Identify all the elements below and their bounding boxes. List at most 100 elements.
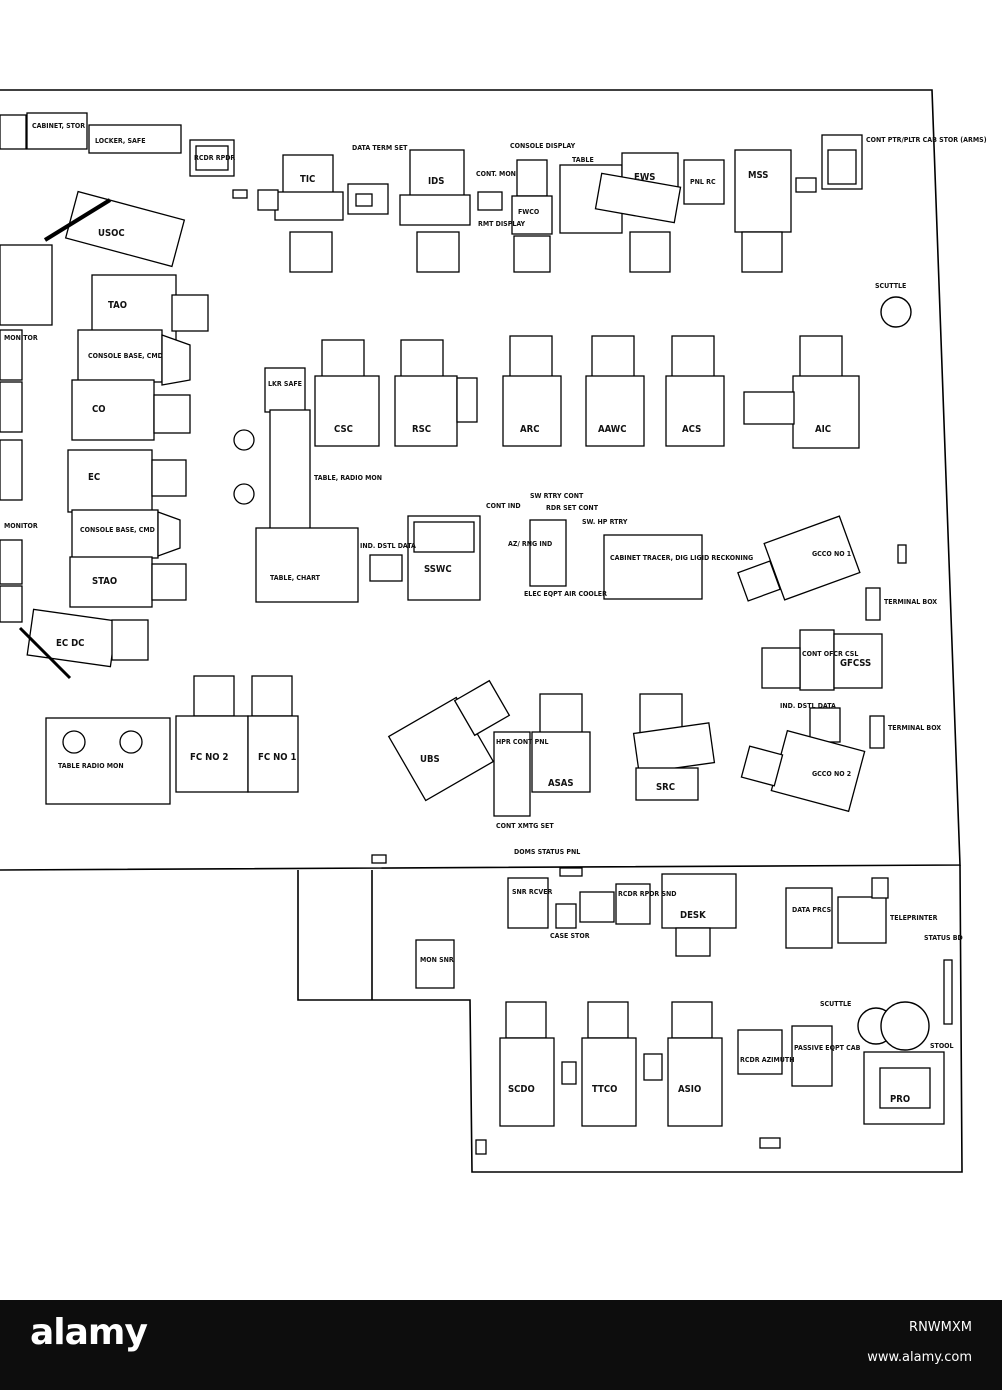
- table-radio-mon-1: [269, 409, 311, 531]
- gfcss-seat: [761, 647, 801, 689]
- asio-console: [667, 1037, 723, 1127]
- rsc-chair: [400, 339, 444, 379]
- label-scuttle-top: SCUTTLE: [875, 282, 906, 290]
- snr-rcvr: [507, 877, 549, 929]
- label-rcdr-rpdr-top: RCDR RPDR: [194, 154, 235, 162]
- wall-fixture-1: [371, 854, 387, 864]
- mon-snr: [415, 939, 455, 989]
- rcdr-rpdr-top-inner: [195, 145, 229, 171]
- label-asas: ASAS: [548, 778, 574, 789]
- label-gcco-1: GCCO NO 1: [812, 550, 851, 558]
- label-doms-status-pnl: DOMS STATUS PNL: [514, 848, 580, 856]
- aic-side-table: [743, 391, 795, 425]
- left-edge-cabinet: [0, 114, 27, 150]
- label-terminal-box-2: TERMINAL BOX: [888, 724, 941, 732]
- gcco-1-marker: [897, 544, 907, 564]
- label-cabinet-tracer: CABINET TRACER, DIG LIGID RECKONING: [610, 554, 753, 562]
- ubs-seat: [453, 679, 511, 737]
- room-outline: [0, 89, 963, 1173]
- label-aic: AIC: [815, 424, 831, 435]
- passive-eqpt-cab: [791, 1025, 833, 1087]
- fc2-console: [175, 715, 249, 793]
- label-asio: ASIO: [678, 1084, 701, 1095]
- label-ttco: TTCO: [592, 1084, 617, 1095]
- fc2-chair: [193, 675, 235, 717]
- label-fc-no1: FC NO 1: [258, 752, 296, 763]
- rcvr-unit: [579, 891, 615, 923]
- mss-console: [734, 149, 792, 233]
- watermark-footer: alamy RNWMXM www.alamy.com: [0, 1300, 1002, 1390]
- label-rmt-display: RMT DISPLAY: [478, 220, 526, 228]
- scuttle-top: [880, 296, 912, 328]
- label-ids: IDS: [428, 176, 444, 187]
- label-table-radio-mon-1: TABLE, RADIO MON: [314, 474, 382, 482]
- stao-seat: [151, 563, 187, 601]
- gcco-1-console: [763, 515, 861, 601]
- usoc-console: [64, 190, 186, 268]
- label-sw-hp-rtry: SW. HP RTRY: [582, 518, 628, 526]
- label-src: SRC: [656, 782, 675, 793]
- label-ind-dstl-data-1: IND. DSTL DATA: [360, 542, 416, 550]
- label-table-chart: TABLE, CHART: [270, 574, 321, 582]
- label-ind-dstl-data-2: IND. DSTL DATA: [780, 702, 836, 710]
- rsc-side: [456, 377, 478, 423]
- rcdr-rpdr-snd: [615, 883, 651, 925]
- desk-chair: [675, 927, 711, 957]
- ttco-chair: [587, 1001, 629, 1039]
- ecdc-bar: [18, 626, 72, 680]
- acs-chair: [671, 335, 715, 379]
- label-sw-rtry-cont: SW RTRY CONT: [530, 492, 584, 500]
- label-gfcss: GFCSS: [840, 658, 871, 669]
- radio-3: [62, 730, 86, 754]
- aawc-console: [585, 375, 645, 447]
- label-snr-rcvr: SNR RCVER: [512, 888, 552, 896]
- label-monitor-left-2: MONITOR: [4, 522, 38, 530]
- tic-seat: [289, 231, 333, 273]
- console-display: [516, 159, 548, 197]
- cabinet-stor: [26, 112, 88, 150]
- label-cont-ind: CONT IND: [486, 502, 521, 510]
- scdo-chair: [505, 1001, 547, 1039]
- cont-ofcr-csl: [799, 629, 835, 691]
- watermark-image-id: RNWMXM: [909, 1320, 972, 1335]
- label-pro: PRO: [890, 1094, 910, 1105]
- label-rcdr-rpdr-snd: RCDR RPDR SND: [618, 890, 677, 898]
- watermark-brand: alamy: [30, 1312, 148, 1353]
- locker-safe: [88, 124, 182, 154]
- label-data-term-set: DATA TERM SET: [352, 144, 408, 152]
- cont-mon-box: [477, 191, 503, 211]
- cont-ptr-pltr-inner: [827, 149, 857, 185]
- stao-console: [69, 556, 153, 608]
- label-status-bd: STATUS BD: [924, 934, 963, 942]
- csc-chair: [321, 339, 365, 379]
- asas-chair: [539, 693, 583, 735]
- ecdc-seat: [111, 619, 149, 661]
- label-passive-eqpt-cab: PASSIVE EQPT CAB: [794, 1044, 861, 1052]
- compartment-floor-plan: CABINET, STOR LOCKER, SAFE RCDR RPDR TIC…: [0, 89, 987, 1173]
- gfcss-console: [833, 633, 883, 689]
- label-table-radio-mon-2: TABLE RADIO MON: [58, 762, 124, 770]
- ind-dstl-data-2: [809, 707, 841, 743]
- desk: [661, 873, 737, 929]
- label-scuttle-bottom: SCUTTLE: [820, 1000, 851, 1008]
- arc-chair: [509, 335, 553, 379]
- label-stool: STOOL: [930, 1042, 954, 1050]
- label-monitor-left-1: MONITOR: [4, 334, 38, 342]
- label-csc: CSC: [334, 424, 353, 435]
- ews-console: [594, 172, 682, 224]
- label-fwco: FWCO: [518, 208, 540, 216]
- label-ews: EWS: [634, 172, 655, 183]
- floor-fixture-2: [475, 1139, 487, 1155]
- rsc-console: [394, 375, 458, 447]
- label-sswc: SSWC: [424, 564, 452, 575]
- fc1-chair: [251, 675, 293, 717]
- label-terminal-box-1: TERMINAL BOX: [884, 598, 937, 606]
- label-cont-ptr-pltr: CONT PTR/PLTR CAB STOR (ARMS): [866, 136, 987, 144]
- label-gcco-2: GCCO NO 2: [812, 770, 851, 778]
- label-acs: ACS: [682, 424, 701, 435]
- co-seat: [153, 394, 191, 434]
- label-desk: DESK: [680, 910, 706, 921]
- scdo-console: [499, 1037, 555, 1127]
- stool: [880, 1001, 930, 1051]
- label-usoc: USOC: [98, 228, 125, 239]
